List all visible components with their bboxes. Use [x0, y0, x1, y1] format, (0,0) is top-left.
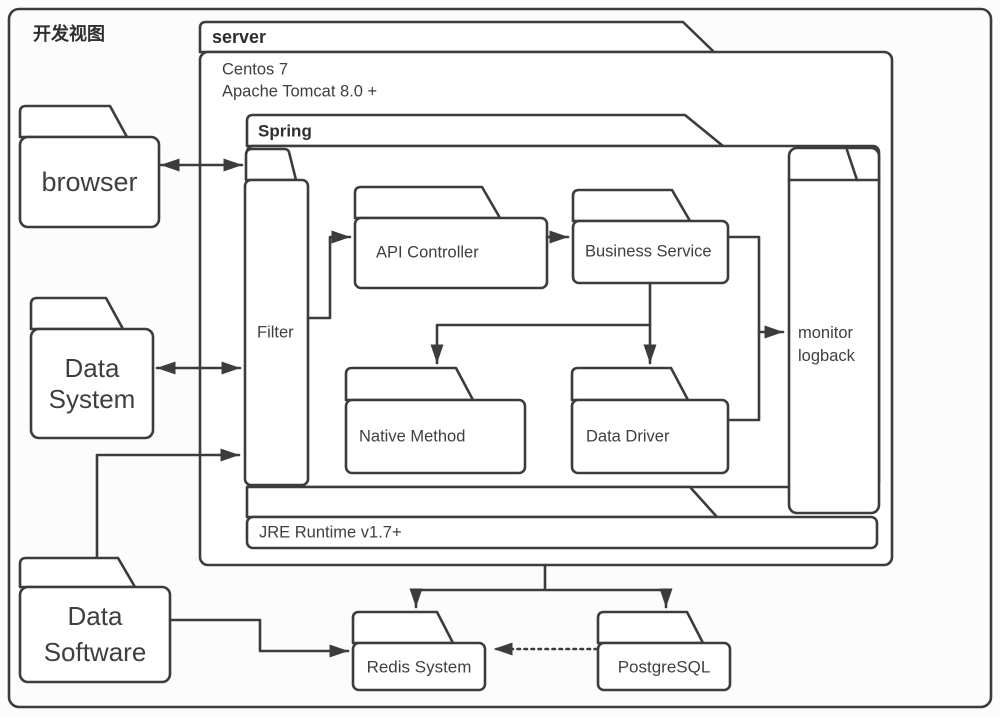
folder-data-software-body [18, 585, 172, 684]
server-appserver-label: Apache Tomcat 8.0 + [222, 82, 378, 101]
folder-native-method-tab [344, 366, 475, 402]
folder-spring-body [245, 144, 881, 489]
data-software-label-line1: Data [67, 601, 123, 631]
data-driver-label: Data Driver [586, 427, 670, 446]
folder-data-driver-tab [570, 366, 690, 402]
folder-data-system [29, 296, 155, 440]
monitor-label-line1: monitor [798, 324, 854, 342]
postgresql-label: PostgreSQL [617, 657, 711, 677]
folder-native-method-body [344, 398, 527, 475]
folder-browser-body [18, 135, 161, 229]
spring-label: Spring [258, 121, 312, 141]
folder-redis-system-body [351, 641, 487, 692]
folder-data-driver [570, 366, 730, 475]
folder-data-system-body [29, 327, 155, 440]
api-controller-label: API Controller [376, 243, 479, 262]
folder-jre-tab [245, 485, 719, 519]
folder-filter [243, 147, 310, 487]
edge-datasoftware-redis [168, 618, 350, 658]
data-system-label-line1: Data [64, 353, 120, 383]
folder-data-system-tab [29, 296, 125, 331]
business-service-label: Business Service [585, 242, 712, 261]
folder-api-controller [353, 185, 549, 290]
folder-redis-system-tab [351, 610, 455, 645]
native-method-label: Native Method [359, 427, 466, 446]
folder-api-controller-tab [353, 185, 502, 220]
server-label: server [212, 26, 267, 47]
folder-business-service-tab [571, 188, 692, 223]
folder-browser [18, 104, 161, 229]
folder-redis-system [351, 610, 487, 692]
edge-server-db-stem [414, 563, 668, 592]
folder-server-tab [198, 20, 716, 54]
folder-postgresql-tab [596, 610, 705, 645]
folder-postgresql-body [596, 641, 732, 692]
folder-monitor-logback-body [787, 146, 881, 515]
edge-businessservice-nativemethod [430, 323, 652, 365]
browser-label: browser [41, 167, 138, 198]
edge-trunk-business-datadriver [726, 235, 761, 422]
folder-jre-body [245, 515, 879, 550]
folder-data-software-tab [18, 556, 137, 589]
folder-browser-tab [18, 104, 129, 139]
folder-postgresql [596, 610, 732, 692]
redis-system-label: Redis System [366, 657, 472, 677]
data-system-label: Data System [31, 353, 153, 415]
data-system-label-line2: System [48, 384, 136, 414]
data-software-label-line2: Software [43, 637, 147, 667]
edge-datasoftware-filter [95, 448, 241, 559]
jre-runtime-label: JRE Runtime v1.7+ [259, 523, 402, 542]
folder-filter-tab [244, 147, 298, 182]
edge-filter-apicontroller [306, 230, 352, 320]
connectors [95, 158, 785, 658]
folder-spring [245, 113, 881, 489]
folder-api-controller-body [353, 216, 549, 290]
folder-data-driver-body [570, 398, 730, 475]
diagram-title: 开发视图 [33, 23, 105, 44]
folder-filter-body [243, 178, 310, 487]
monitor-logback-label: monitor logback [798, 322, 855, 368]
filter-label: Filter [257, 323, 294, 342]
folder-data-software [18, 556, 172, 684]
data-software-label: Data Software [20, 598, 170, 670]
outer-frame [7, 7, 993, 709]
server-os-label: Centos 7 [222, 60, 289, 79]
folder-native-method [344, 366, 527, 475]
folder-monitor-logback [787, 146, 881, 515]
monitor-label-line2: logback [798, 347, 855, 365]
folder-monitor-logback-tab-slant [845, 148, 859, 182]
folder-jre-runtime [245, 485, 879, 550]
folder-business-service [571, 188, 730, 285]
folder-spring-tab [245, 113, 725, 148]
